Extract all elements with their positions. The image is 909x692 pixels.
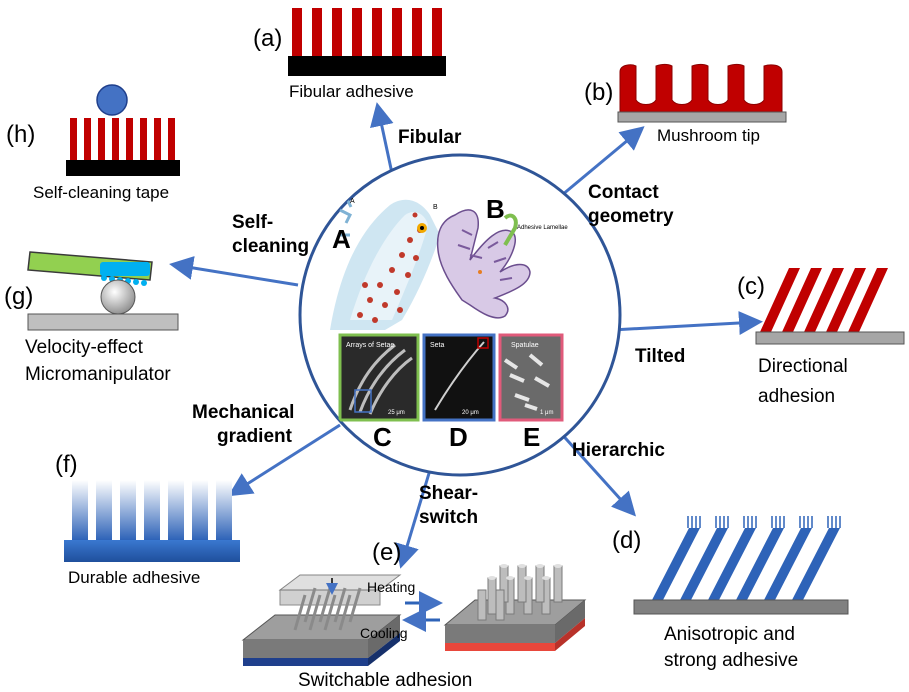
scale-bar-c: 25 μm xyxy=(388,410,405,416)
scale-bar-e: 1 μm xyxy=(540,410,553,416)
cooling-label: Cooling xyxy=(360,625,407,641)
substrate-gray xyxy=(755,331,905,345)
label-hierarchic: Hierarchic xyxy=(572,440,665,461)
hierarchic-tips xyxy=(687,516,841,528)
panel-letter-b: B xyxy=(486,194,505,224)
panel-f-caption: Durable adhesive xyxy=(68,568,200,587)
panel-f-gradient: (f) Durable adhesive xyxy=(55,451,240,587)
panel-e-caption: Switchable adhesion xyxy=(298,670,472,691)
panel-a-fibular: (a) Fibular adhesive xyxy=(253,8,446,101)
panel-letter-e: E xyxy=(523,422,540,452)
arrow-tilted xyxy=(611,311,763,335)
arrays-of-setae-label: Arrays of Setae xyxy=(346,342,394,349)
panel-a-tag: (a) xyxy=(253,25,282,52)
label-shear-switch-1: Shear- xyxy=(419,483,478,504)
scale-bar-d: 20 μm xyxy=(462,410,479,416)
substrate-gray xyxy=(27,313,179,331)
panel-h-tag: (h) xyxy=(6,121,35,148)
panel-c-tilted: (c) Directional adhesion xyxy=(737,268,905,407)
panel-letter-d: D xyxy=(449,422,468,452)
substrate-gray xyxy=(617,111,787,123)
arrow-fibular xyxy=(370,102,395,179)
backing-layer xyxy=(66,160,180,176)
label-mechanical-gradient-1: Mechanical xyxy=(192,402,294,423)
gecko-center: A B Adhesive Lamellae Arrays of Setae 25… xyxy=(298,153,622,477)
substrate-gray xyxy=(633,599,849,615)
label-tilted: Tilted xyxy=(635,346,685,367)
panel-g-caption-2: Micromanipulator xyxy=(25,364,171,385)
micro-fibril-pad xyxy=(100,262,150,286)
panel-letter-a: A xyxy=(332,224,351,254)
switch-state-heated xyxy=(241,574,402,666)
panel-e-switchable: (e) Heating Cooling xyxy=(241,539,587,691)
gradient-base xyxy=(64,540,240,562)
gradient-fibrils xyxy=(72,480,232,540)
spoke-arrows xyxy=(169,102,763,569)
spatulae-label: Spatulae xyxy=(511,342,539,349)
arrow-mechanical-gradient xyxy=(227,423,341,497)
label-contact-geometry-1: Contact xyxy=(588,182,659,203)
panel-h-caption: Self-cleaning tape xyxy=(33,183,169,202)
panel-h-self-cleaning: (h) Self-cleaning tape xyxy=(6,84,180,202)
label-self-cleaning-2: cleaning xyxy=(232,236,309,257)
tilted-fibrils xyxy=(760,268,888,332)
fibril-array-red xyxy=(70,118,175,160)
micro-label-a: A xyxy=(350,198,355,205)
gecko-foot-photo xyxy=(436,209,531,319)
label-self-cleaning-1: Self- xyxy=(232,212,273,233)
label-shear-switch-2: switch xyxy=(419,507,478,528)
seta-label: Seta xyxy=(430,342,445,349)
sphere-target xyxy=(100,279,136,315)
panel-d-tag: (d) xyxy=(612,527,641,554)
micro-label-b: B xyxy=(433,204,438,211)
panel-e-tag: (e) xyxy=(372,539,401,566)
label-fibular: Fibular xyxy=(398,127,462,148)
arrow-shear-switch xyxy=(395,469,432,569)
panel-g-caption-1: Velocity-effect xyxy=(25,337,144,358)
panel-a-caption: Fibular adhesive xyxy=(289,82,414,101)
panel-b-tag: (b) xyxy=(584,79,613,106)
fibril-array-red xyxy=(292,8,442,56)
adhesive-lamellae-label: Adhesive Lamellae xyxy=(517,225,568,231)
panel-d-caption-2: strong adhesive xyxy=(664,650,798,671)
switch-state-cooled xyxy=(443,564,587,651)
panel-d-hierarchic: (d) Anisotropic and strong adhesive xyxy=(612,516,849,671)
hierarchic-tilted-fibrils xyxy=(652,528,840,600)
spoke-labels: Fibular Contact geometry Tilted Hierarch… xyxy=(192,127,685,528)
panel-b-mushroom: (b) Mushroom tip xyxy=(584,60,787,145)
panel-g-micromanipulator: (g) Velocity-effect Micromanipulator xyxy=(4,251,179,385)
mushroom-pillars xyxy=(619,64,783,113)
panel-letter-c: C xyxy=(373,422,392,452)
panel-c-tag: (c) xyxy=(737,273,765,300)
contaminant-particle xyxy=(96,84,128,116)
arrow-contact-geometry xyxy=(561,126,645,197)
arrow-hierarchic xyxy=(556,428,637,517)
micrograph-spatulae: Spatulae 1 μm xyxy=(498,333,564,422)
label-mechanical-gradient-2: gradient xyxy=(217,426,293,447)
backing-layer xyxy=(288,56,446,76)
heating-label: Heating xyxy=(367,579,415,595)
panel-g-tag: (g) xyxy=(4,283,33,310)
micrograph-setae: Arrays of Setae 25 μm xyxy=(338,333,420,422)
panel-b-caption: Mushroom tip xyxy=(657,126,760,145)
label-contact-geometry-2: geometry xyxy=(588,206,674,227)
gecko-photo xyxy=(330,194,440,330)
micrograph-seta: Seta 20 μm xyxy=(422,333,496,422)
arrow-self-cleaning xyxy=(169,256,299,287)
panel-f-tag: (f) xyxy=(55,451,78,478)
panel-c-caption-1: Directional xyxy=(758,356,848,377)
panel-d-caption-1: Anisotropic and xyxy=(664,624,795,645)
panel-c-caption-2: adhesion xyxy=(758,386,835,407)
